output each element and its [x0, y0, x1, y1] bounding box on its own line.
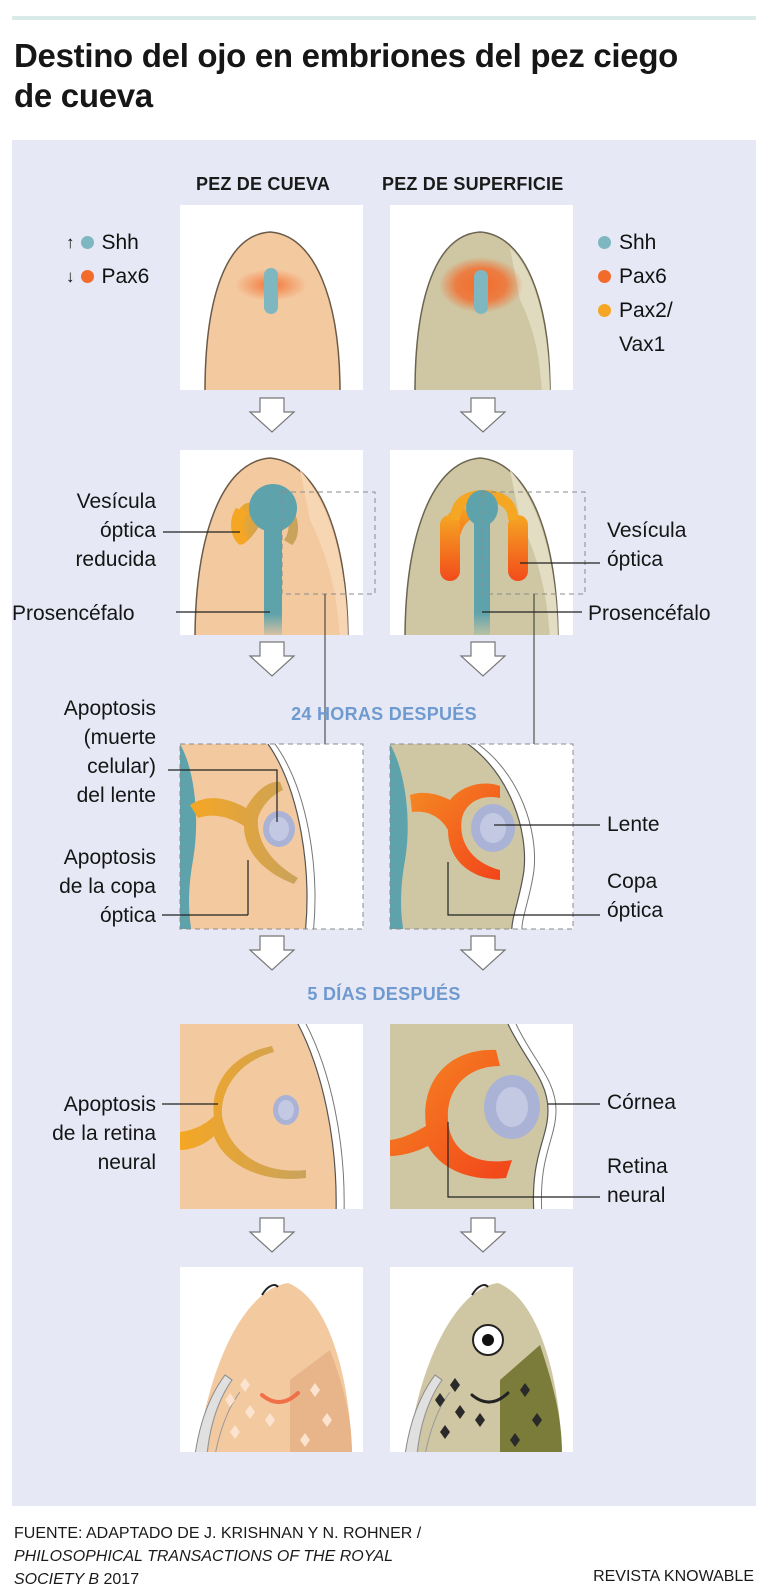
- label-vesicula-optica: Vesícula óptica: [607, 519, 687, 571]
- cave-embryo-stage1: [180, 205, 363, 390]
- cave-fish-head: [180, 1267, 363, 1452]
- pax2-dot-icon: [598, 304, 611, 317]
- top-rule: [12, 16, 756, 20]
- surface-embryo-stage2: [390, 450, 586, 635]
- cave-eye-5d: [180, 1024, 363, 1209]
- legend-label: Pax6: [101, 265, 150, 288]
- label-lente: Lente: [607, 813, 660, 836]
- legend-left-shh: ↑ Shh: [66, 228, 139, 257]
- pax6-dot-icon: [598, 270, 611, 283]
- label-apoptosis-lente: Apoptosis (muerte celular) del lente: [63, 697, 156, 807]
- connector-lines: [324, 594, 535, 744]
- label-apoptosis-retina: Apoptosis de la retina neural: [52, 1093, 156, 1174]
- label-prosencefalo-right: Prosencéfalo: [588, 602, 711, 625]
- legend-right-pax2: Pax2/: [598, 296, 673, 325]
- legend-label-vax1: Vax1: [619, 333, 666, 356]
- surface-embryo-stage1: [390, 205, 573, 390]
- leader-lines: [162, 531, 600, 1198]
- stage-5d: 5 DÍAS DESPUÉS: [307, 984, 461, 1004]
- column-header-cave: PEZ DE CUEVA: [196, 174, 331, 194]
- label-prosencefalo-left: Prosencéfalo: [12, 602, 135, 625]
- label-retina-neural: Retina neural: [607, 1155, 668, 1207]
- surface-eye-5d: [390, 1024, 573, 1209]
- arrow-down-icon: [248, 397, 507, 1253]
- shh-dot-icon: [598, 236, 611, 249]
- legend-label: Pax6: [619, 265, 667, 288]
- legend-label: Shh: [619, 231, 657, 254]
- label-cornea: Córnea: [607, 1091, 676, 1114]
- source-note: FUENTE: ADAPTADO DE J. KRISHNAN Y N. ROH…: [14, 1525, 422, 1588]
- publisher-credit: REVISTA KNOWABLE: [593, 1568, 754, 1585]
- surface-eye-24h: [389, 743, 574, 930]
- label-vesicula-reducida: Vesícula óptica reducida: [75, 490, 156, 571]
- shh-dot-icon: [80, 236, 94, 249]
- label-copa-optica: Copa óptica: [607, 870, 664, 922]
- column-header-surface: PEZ DE SUPERFICIE: [382, 174, 564, 194]
- legend-right-shh: Shh: [598, 228, 656, 257]
- up-arrow-icon: ↑: [66, 233, 75, 252]
- down-arrow-icon: ↓: [66, 267, 75, 286]
- page-title: Destino del ojo en embriones del pez cie…: [14, 37, 679, 114]
- surface-fish-head: [390, 1267, 573, 1452]
- cave-embryo-stage2: [180, 450, 376, 635]
- pax6-dot-icon: [80, 270, 94, 283]
- label-apoptosis-copa: Apoptosis de la copa óptica: [59, 846, 156, 927]
- legend-label: Pax2/: [619, 299, 673, 322]
- diagram-panel: [12, 140, 756, 1506]
- legend-label: Shh: [101, 231, 139, 254]
- legend-right-pax6: Pax6: [598, 262, 667, 291]
- legend-left-pax6: ↓ Pax6: [66, 262, 149, 291]
- cave-eye-24h: [179, 743, 364, 930]
- stage-24h: 24 HORAS DESPUÉS: [291, 704, 477, 724]
